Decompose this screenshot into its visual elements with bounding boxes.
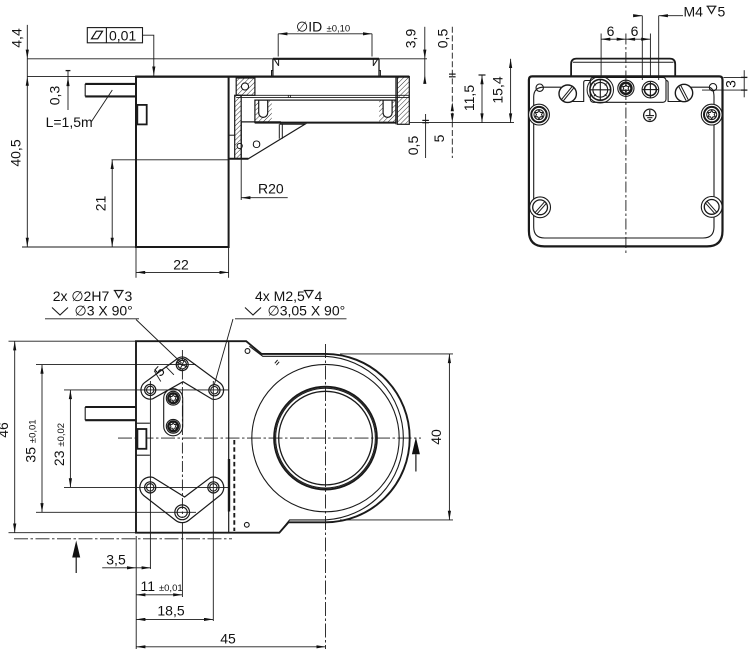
svg-text:0,5: 0,5 [405,136,421,156]
svg-text:R20: R20 [258,181,284,197]
svg-text:3: 3 [723,80,739,88]
svg-text:0,01: 0,01 [109,28,136,44]
svg-text:3,9: 3,9 [403,29,419,49]
svg-text:6: 6 [607,23,615,39]
svg-text:∅3,05 X 90°: ∅3,05 X 90° [268,302,346,318]
svg-text:3,5: 3,5 [106,551,126,567]
svg-text:15,4: 15,4 [490,76,506,103]
svg-text:46: 46 [0,422,11,438]
svg-text:11,5: 11,5 [461,85,477,111]
svg-text:2x ∅2H7: 2x ∅2H7 [53,288,110,304]
svg-text:O: O [252,139,261,151]
svg-text:5: 5 [718,4,726,20]
svg-text:3: 3 [125,288,133,304]
svg-text:4: 4 [315,288,323,304]
svg-text:40: 40 [428,429,444,445]
svg-text:4,4: 4,4 [9,28,25,48]
svg-text:22: 22 [173,256,189,272]
svg-text:∅ID: ∅ID [296,18,322,34]
svg-text:6: 6 [631,23,639,39]
svg-text:40,5: 40,5 [8,139,24,166]
svg-text:21: 21 [93,196,109,212]
svg-text:L=1,5m: L=1,5m [46,114,93,130]
svg-text:±0,10: ±0,10 [327,24,351,35]
svg-text:5: 5 [431,134,447,142]
svg-text:4x M2,5: 4x M2,5 [255,288,305,304]
svg-text:0,5: 0,5 [435,29,451,49]
svg-text:45: 45 [220,631,236,647]
svg-text:0,3: 0,3 [46,86,62,106]
svg-text:M4: M4 [684,4,704,20]
svg-text:∅3 X 90°: ∅3 X 90° [75,302,133,318]
svg-text:18,5: 18,5 [157,602,184,618]
